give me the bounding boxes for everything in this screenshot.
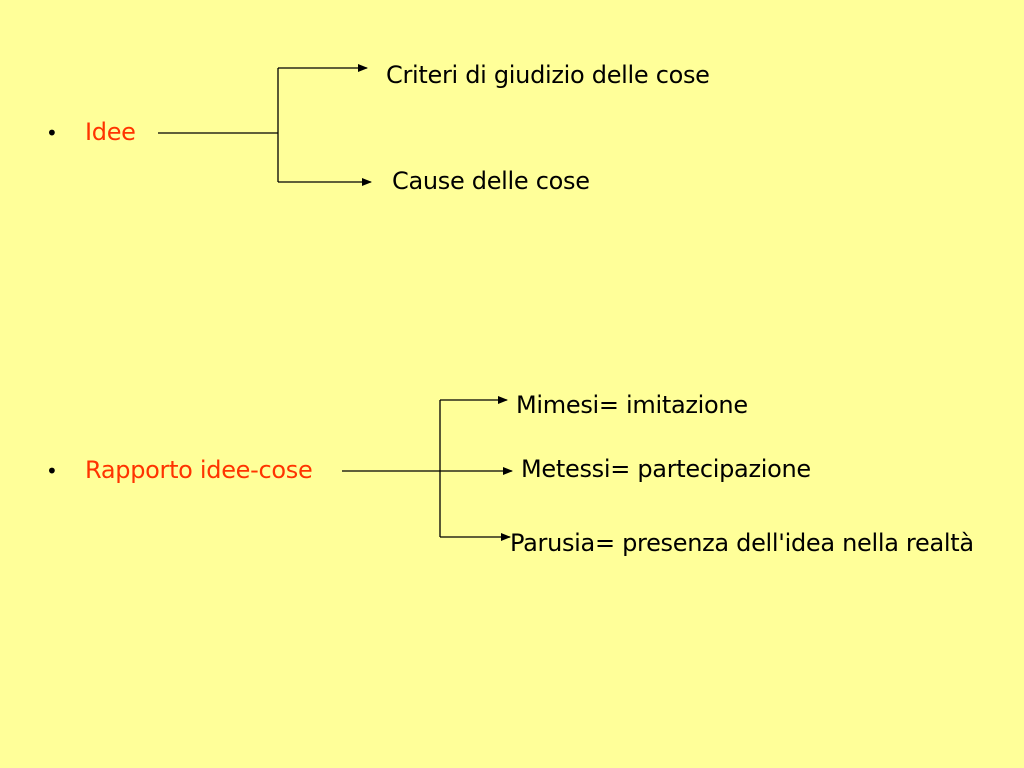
branch-mimesi: Mimesi= imitazione [516, 391, 748, 419]
branch-cause-cose: Cause delle cose [392, 167, 590, 195]
idee-connector [158, 64, 372, 186]
bullet-icon: • [46, 459, 58, 483]
branch-criteri-giudizio: Criteri di giudizio delle cose [386, 61, 710, 89]
rapporto-connector [342, 396, 513, 541]
bullet-icon: • [46, 121, 58, 145]
branch-metessi: Metessi= partecipazione [521, 455, 811, 483]
topic-idee-label: Idee [85, 118, 136, 146]
topic-rapporto-label: Rapporto idee-cose [85, 456, 313, 484]
branch-parusia: Parusia= presenza dell'idea nella realtà [510, 529, 974, 557]
